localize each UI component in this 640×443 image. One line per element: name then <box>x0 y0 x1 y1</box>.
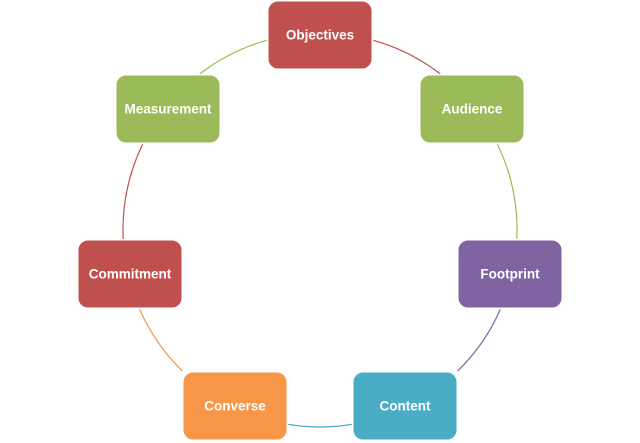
node-footprint: Footprint <box>458 240 562 308</box>
connector-content-converse <box>288 423 352 428</box>
connector-audience-footprint <box>496 144 518 240</box>
node-content-label: Content <box>380 399 431 414</box>
node-commitment-label: Commitment <box>89 267 172 282</box>
node-footprint-box <box>458 240 562 308</box>
node-commitment-box <box>78 240 182 308</box>
node-measurement-box <box>116 75 220 143</box>
node-audience-label: Audience <box>442 102 503 117</box>
node-measurement-label: Measurement <box>124 102 212 117</box>
connector-objectives-audience <box>373 39 441 75</box>
node-objectives: Objectives <box>268 1 372 69</box>
node-objectives-box <box>268 1 372 69</box>
node-converse-box <box>183 372 287 440</box>
node-converse-label: Converse <box>204 399 266 414</box>
node-objectives-label: Objectives <box>286 28 354 43</box>
node-content: Content <box>353 372 457 440</box>
connectors <box>122 39 518 428</box>
node-converse: Converse <box>183 372 287 440</box>
connector-measurement-objectives <box>199 39 267 75</box>
node-commitment: Commitment <box>78 240 182 308</box>
node-audience: Audience <box>420 75 524 143</box>
connector-commitment-measurement <box>122 144 144 240</box>
connector-converse-commitment <box>139 308 183 372</box>
connector-footprint-content <box>457 308 501 372</box>
node-measurement: Measurement <box>116 75 220 143</box>
node-content-box <box>353 372 457 440</box>
node-audience-box <box>420 75 524 143</box>
node-footprint-label: Footprint <box>480 267 540 282</box>
